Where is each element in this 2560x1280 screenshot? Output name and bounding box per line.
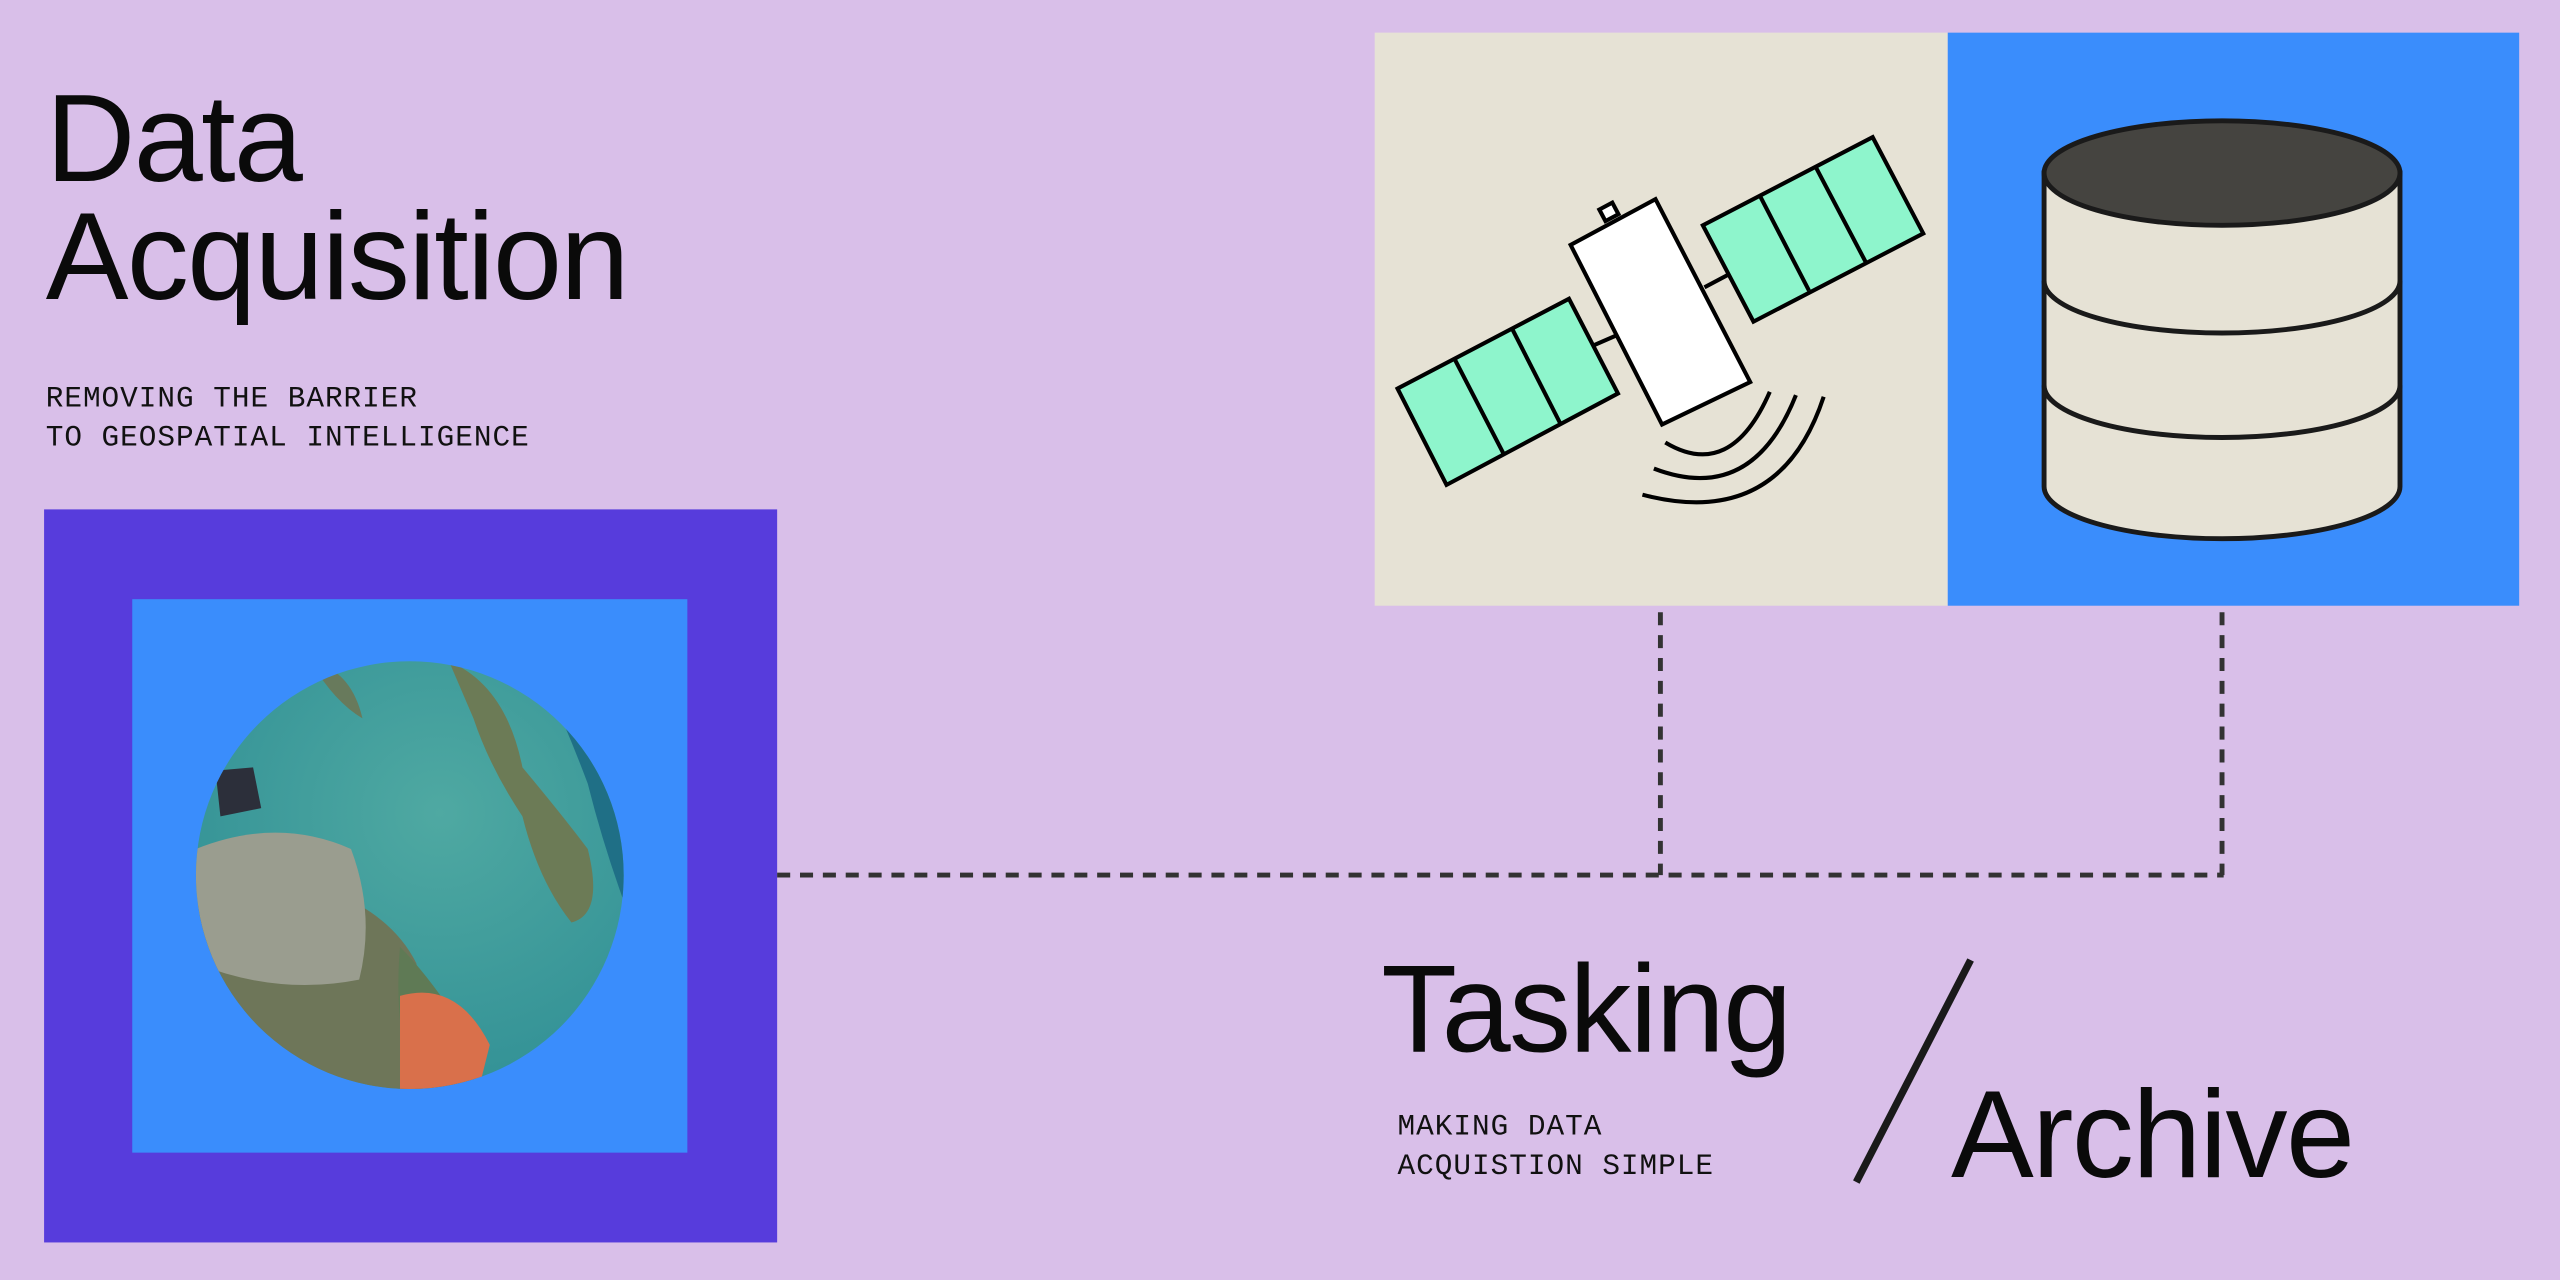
tagline-line-2: ACQUISTION SIMPLE bbox=[1397, 1151, 1715, 1184]
satellite-icon bbox=[1394, 134, 1927, 505]
tagline-line-1: MAKING DATA bbox=[1397, 1111, 1603, 1145]
title-line-2: Acquisition bbox=[45, 187, 630, 327]
archive-heading: Archive bbox=[1951, 1066, 2355, 1205]
database-icon bbox=[2041, 118, 2403, 542]
tagline: MAKING DATA ACQUISTION SIMPLE bbox=[1398, 1109, 1714, 1187]
subtitle-line-2: TO GEOSPATIAL INTELLIGENCE bbox=[45, 422, 530, 456]
connector-lines bbox=[777, 612, 2225, 878]
title-line-1: Data bbox=[45, 70, 303, 209]
tasking-heading: Tasking bbox=[1381, 940, 1792, 1080]
page-title: Data Acquisition bbox=[45, 70, 630, 327]
subtitle: REMOVING THE BARRIER TO GEOSPATIAL INTEL… bbox=[46, 380, 530, 458]
slash-divider bbox=[1853, 958, 1974, 1184]
subtitle-line-1: REMOVING THE BARRIER bbox=[45, 383, 419, 417]
